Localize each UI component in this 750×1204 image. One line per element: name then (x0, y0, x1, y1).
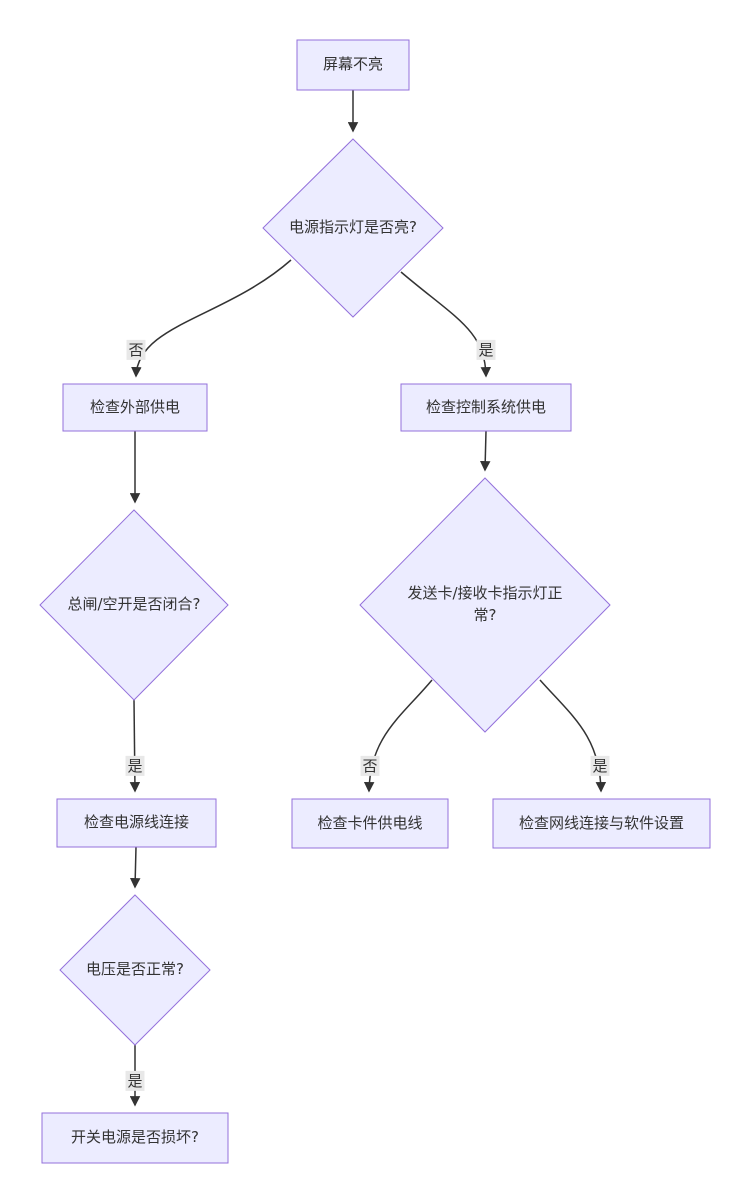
node-label-text: 开关电源是否损坏? (71, 1128, 199, 1147)
edge-label-no: 否 (360, 755, 380, 777)
node-label-text: 检查控制系统供电 (425, 397, 546, 416)
shape-check-card-power-cable (291, 798, 449, 849)
node-check-external-power: 检查外部供电 (63, 384, 207, 431)
node-check-control-system-power: 检查控制系统供电 (401, 384, 571, 431)
edge-label-yes: 是 (476, 339, 496, 361)
shape-check-external-power (62, 383, 208, 432)
shape-card-indicator-decision (359, 477, 611, 733)
shape-power-indicator-decision (262, 138, 444, 318)
shape-voltage-decision (59, 894, 211, 1046)
edge-power-cable-to-voltage (129, 846, 141, 889)
node-label-text: 发送卡/接收卡指示灯正常? (407, 584, 563, 624)
edge-label-yes: 是 (125, 755, 145, 777)
shape-check-network-and-software (492, 798, 711, 849)
decision-card-indicator-normal: 发送卡/接收卡指示灯正常? (360, 478, 610, 732)
shape-main-switch-decision (39, 509, 229, 701)
node-label-text: 检查电源线连接 (83, 813, 189, 832)
decision-power-indicator-on: 电源指示灯是否亮? (263, 139, 443, 317)
decision-voltage-normal: 电压是否正常? (60, 895, 210, 1045)
edge-label-yes: 是 (125, 1070, 145, 1092)
shape-check-control-system-power (400, 383, 572, 432)
edge-power-indicator-yes (400, 271, 492, 378)
node-check-power-cable-connection: 检查电源线连接 (57, 799, 216, 847)
edge-label-yes: 是 (590, 755, 610, 777)
node-label-text: 总闸/空开是否闭合? (67, 595, 201, 614)
decision-main-switch-closed: 总闸/空开是否闭合? (40, 510, 228, 700)
node-check-card-power-cable: 检查卡件供电线 (292, 799, 448, 848)
node-label-text: 电源指示灯是否亮? (289, 218, 417, 237)
node-label-text: 电压是否正常? (86, 960, 184, 979)
node-label-text: 检查外部供电 (89, 397, 180, 416)
edge-switch-yes (129, 699, 141, 793)
node-check-network-cable-software: 检查网线连接与软件设置 (493, 799, 710, 848)
shape-psu-damaged (41, 1112, 229, 1164)
shape-layer (39, 39, 711, 1164)
node-screen-not-lit: 屏幕不亮 (297, 40, 409, 90)
edge-control-power-to-card-indicator (479, 430, 491, 472)
node-label-text: 屏幕不亮 (322, 55, 383, 74)
edge-label-no: 否 (126, 339, 146, 361)
shape-screen-not-lit (296, 39, 410, 91)
node-label-text: 检查卡件供电线 (317, 813, 423, 832)
node-psu-damaged: 开关电源是否损坏? (42, 1113, 228, 1163)
node-label-text: 检查网线连接与软件设置 (518, 813, 684, 832)
shape-check-power-cable (56, 798, 217, 848)
